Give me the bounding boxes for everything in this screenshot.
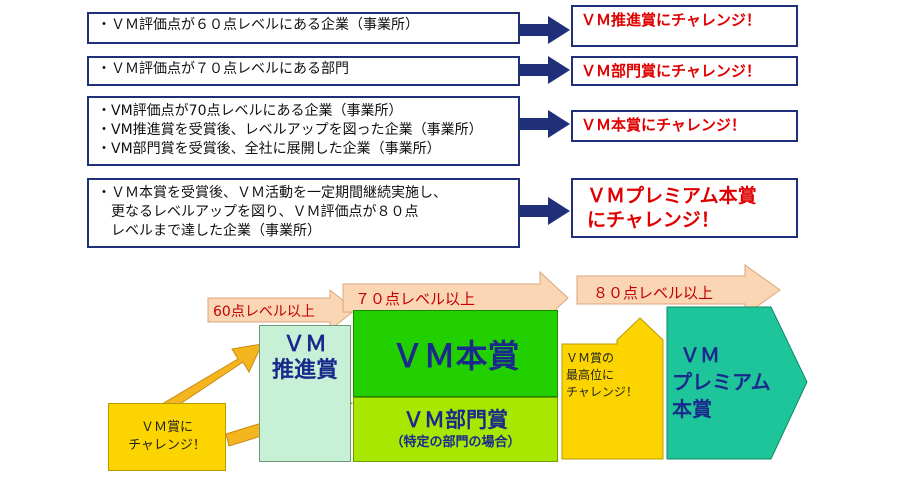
diagonal-arrow-up	[161, 343, 263, 413]
level-label-80: ８０点レベル以上	[593, 284, 714, 302]
premium-line: 本賞	[672, 397, 712, 421]
honsho-box: ＶＭ本賞	[353, 310, 558, 397]
condition-box-honsho: ・VM評価点が70点レベルにある企業（事業所） ・VM推進賞を受賞後、レベルアッ…	[87, 96, 520, 166]
start-text: ＶＭ賞に	[140, 420, 193, 435]
premium-line: プレミアム	[672, 370, 771, 394]
premium-line: ＶＭ	[680, 343, 720, 367]
condition-text: ・VM評価点が70点レベルにある企業（事業所）	[97, 103, 403, 119]
level-arrow-60	[207, 288, 356, 332]
condition-text: ・VM部門賞を受賞後、全社に展開した企業（事業所）	[97, 141, 441, 157]
goal-text: にチャレンジ！	[587, 209, 720, 231]
goal-text: ＶＭ推進賞にチャレンジ！	[581, 11, 761, 29]
condition-box-premium: ・ＶＭ本賞を受賞後、ＶＭ活動を一定期間継続実施し、 更なるレベルアップを図り、Ｖ…	[87, 178, 520, 248]
goal-text: ＶＭ部門賞にチャレンジ！	[581, 62, 761, 80]
top-challenge-line: ＶＭ賞の	[566, 351, 615, 365]
level-arrow-80	[576, 264, 781, 316]
condition-box-suishin: ・ＶＭ評価点が６０点レベルにある企業（事業所）	[87, 12, 520, 44]
condition-text: ・VM推進賞を受賞後、レベルアップを図った企業（事業所）	[97, 122, 483, 138]
arrow-right-icon	[520, 56, 570, 84]
premium-chevron	[666, 306, 808, 460]
start-text: チャレンジ！	[128, 438, 206, 453]
condition-text: レベルまで達した企業（事業所）	[97, 223, 321, 239]
goal-box-premium: ＶＭプレミアム本賞 にチャレンジ！	[571, 178, 798, 238]
condition-box-bumon: ・ＶＭ評価点が７０点レベルにある部門	[87, 56, 520, 86]
honsho-text: ＶＭ本賞	[391, 336, 520, 375]
top-challenge-line: チャレンジ！	[566, 385, 638, 399]
top-challenge-line: 最高位に	[566, 368, 615, 382]
top-challenge-arrow	[561, 317, 664, 460]
goal-text: ＶＭ本賞にチャレンジ！	[581, 116, 746, 134]
condition-text: ・ＶＭ本賞を受賞後、ＶＭ活動を一定期間継続実施し、	[97, 185, 447, 201]
suishin-box: ＶＭ 推進賞	[259, 325, 351, 462]
level-label-60: 60点レベル以上	[213, 304, 315, 320]
arrow-right-icon	[520, 110, 570, 138]
goal-box-honsho: ＶＭ本賞にチャレンジ！	[571, 110, 798, 142]
top-challenge-text: ＶＭ賞の 最高位に チャレンジ！	[566, 350, 661, 401]
bumon-note: （特定の部門の場合）	[390, 435, 521, 450]
bumon-title: ＶＭ部門賞	[403, 408, 508, 432]
bumon-box: ＶＭ部門賞 （特定の部門の場合）	[353, 397, 558, 462]
condition-text: ・ＶＭ評価点が７０点レベルにある部門	[97, 61, 349, 77]
goal-box-suishin: ＶＭ推進賞にチャレンジ！	[571, 5, 798, 47]
arrow-right-icon	[520, 16, 570, 44]
condition-text: ・ＶＭ評価点が６０点レベルにある企業（事業所）	[97, 17, 419, 33]
start-box: ＶＭ賞に チャレンジ！	[108, 403, 226, 471]
suishin-text: ＶＭ	[282, 332, 327, 357]
arrow-right-icon	[520, 197, 570, 225]
goal-box-bumon: ＶＭ部門賞にチャレンジ！	[571, 56, 798, 86]
goal-text: ＶＭプレミアム本賞	[587, 185, 757, 207]
level-label-70: ７０点レベル以上	[355, 290, 476, 308]
suishin-text: 推進賞	[271, 358, 338, 383]
premium-text: ＶＭ プレミアム 本賞	[672, 342, 792, 423]
condition-text: 更なるレベルアップを図り、ＶＭ評価点が８０点	[97, 204, 419, 220]
